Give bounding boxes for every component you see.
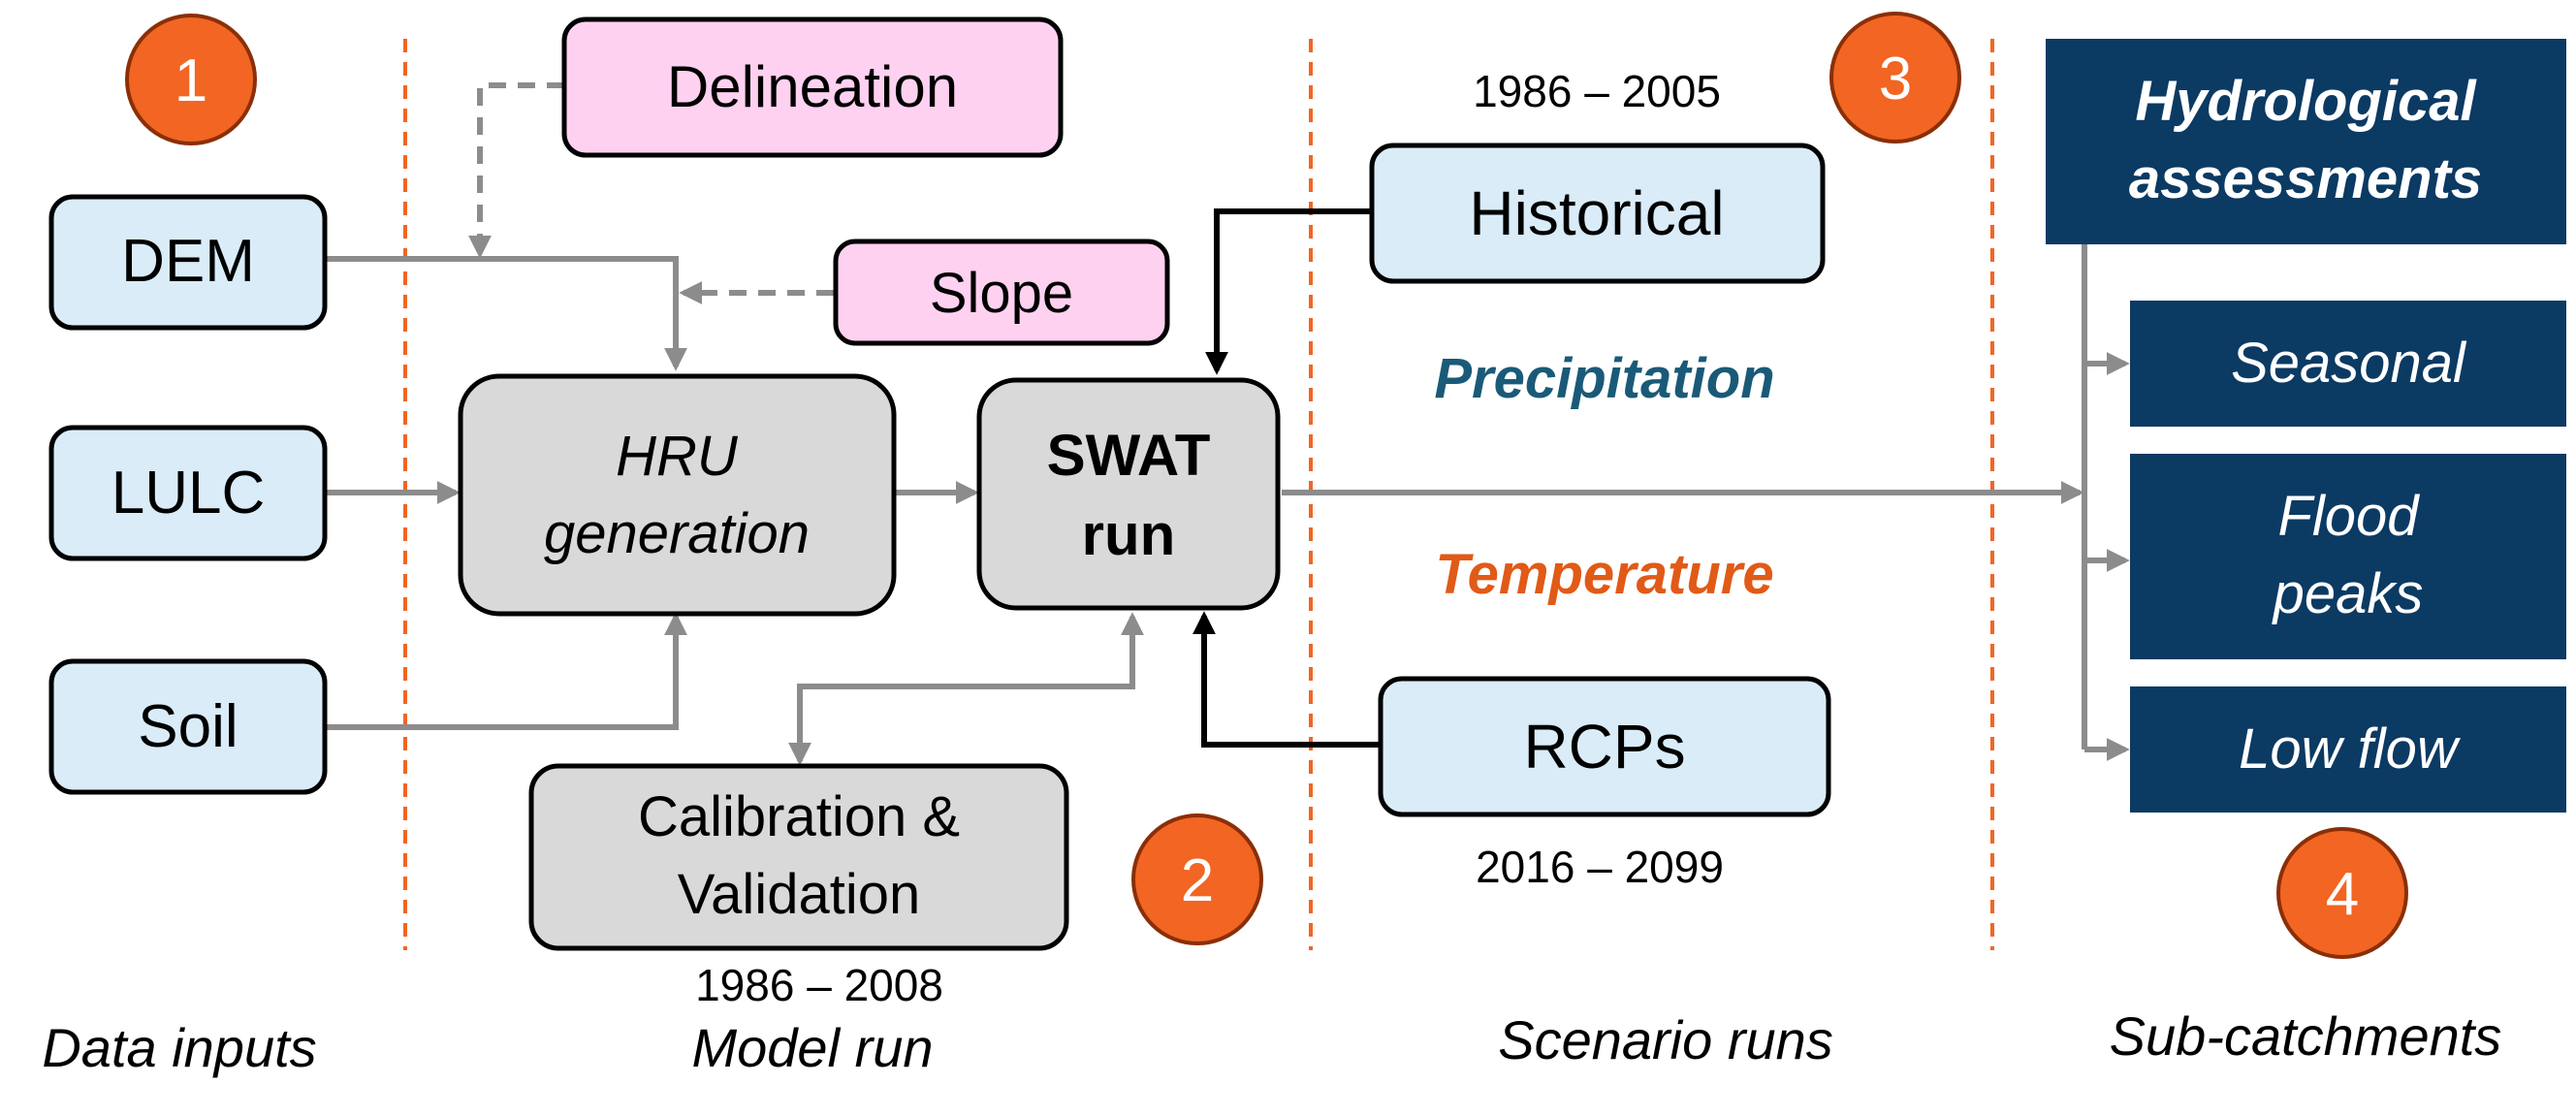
calibration-box <box>528 763 1069 951</box>
flood-peaks-line2: peaks <box>2272 562 2424 625</box>
temperature-label: Temperature <box>1435 543 1773 606</box>
assessments-header-box <box>2046 39 2566 244</box>
delineation-label: Delineation <box>667 54 958 119</box>
low-flow-box <box>2130 686 2566 813</box>
data-input-boxes: DEM LULC Soil <box>48 194 328 795</box>
badge-1-label: 1 <box>175 48 207 114</box>
calibration-label-line2: Validation <box>678 863 920 926</box>
badge-3 <box>1829 12 1961 143</box>
flood-peaks-line1: Flood <box>2277 485 2420 548</box>
rcps-years: 2016 – 2099 <box>1476 842 1724 892</box>
historical-years: 1986 – 2005 <box>1473 66 1721 116</box>
badge-4 <box>2276 827 2408 959</box>
badge-2 <box>1131 813 1263 945</box>
swat-box <box>976 377 1281 611</box>
hru-label-line1: HRU <box>616 425 739 488</box>
seasonal-box <box>2130 301 2566 427</box>
soil-label: Soil <box>138 693 238 760</box>
historical-box <box>1369 143 1826 284</box>
swat-label-line1: SWAT <box>1047 423 1211 488</box>
dem-to-hru-arrow <box>325 256 687 371</box>
delineation-box <box>561 16 1064 158</box>
historical-label: Historical <box>1469 178 1724 248</box>
scenario-boxes: 1986 – 2005 Historical Precipitation Tem… <box>1369 66 1831 892</box>
rcps-to-swat-arrow <box>1193 611 1381 748</box>
lulc-box <box>48 425 328 561</box>
assessments-header-line1: Hydrological <box>2135 70 2477 133</box>
assessments-header-line2: assessments <box>2129 147 2482 210</box>
low-flow-label: Low flow <box>2239 717 2461 781</box>
step-badges: 1 2 3 4 <box>125 12 2408 959</box>
hru-label-line2: generation <box>544 502 810 565</box>
soil-box <box>48 658 328 795</box>
precipitation-label: Precipitation <box>1434 347 1774 410</box>
section-label-sub-catchments: Sub-catchments <box>2110 1005 2502 1067</box>
model-run-boxes: Delineation Slope HRU generation SWAT ru… <box>458 16 1281 1010</box>
slope-label: Slope <box>930 262 1073 325</box>
slope-box <box>833 239 1170 346</box>
badge-4-label: 4 <box>2326 861 2359 928</box>
rcps-box <box>1378 676 1831 817</box>
delineation-connector <box>468 82 564 259</box>
flood-peaks-box <box>2130 454 2566 659</box>
calibration-years: 1986 – 2008 <box>695 960 943 1010</box>
dem-box <box>48 194 328 331</box>
section-label-model-run: Model run <box>691 1017 933 1078</box>
hru-box <box>458 373 897 617</box>
section-label-data-inputs: Data inputs <box>42 1017 316 1078</box>
badge-2-label: 2 <box>1181 847 1214 914</box>
section-label-scenario-runs: Scenario runs <box>1498 1009 1833 1070</box>
badge-3-label: 3 <box>1879 46 1912 112</box>
historical-to-swat-arrow <box>1205 208 1372 375</box>
rcps-label: RCPs <box>1523 712 1685 781</box>
swat-label-line2: run <box>1082 502 1176 567</box>
swat-calibration-arrow <box>788 612 1144 766</box>
assessment-boxes: Hydrological assessments Seasonal Flood … <box>2046 39 2566 813</box>
seasonal-label: Seasonal <box>2231 332 2467 395</box>
dem-label: DEM <box>121 228 255 295</box>
calibration-label-line1: Calibration & <box>638 785 960 848</box>
soil-to-hru-arrow <box>325 612 687 730</box>
connectors <box>325 82 2130 766</box>
section-labels: Data inputs Model run Scenario runs Sub-… <box>42 1005 2501 1078</box>
badge-1 <box>125 14 257 145</box>
lulc-label: LULC <box>111 460 266 526</box>
section-dividers <box>403 39 1994 950</box>
